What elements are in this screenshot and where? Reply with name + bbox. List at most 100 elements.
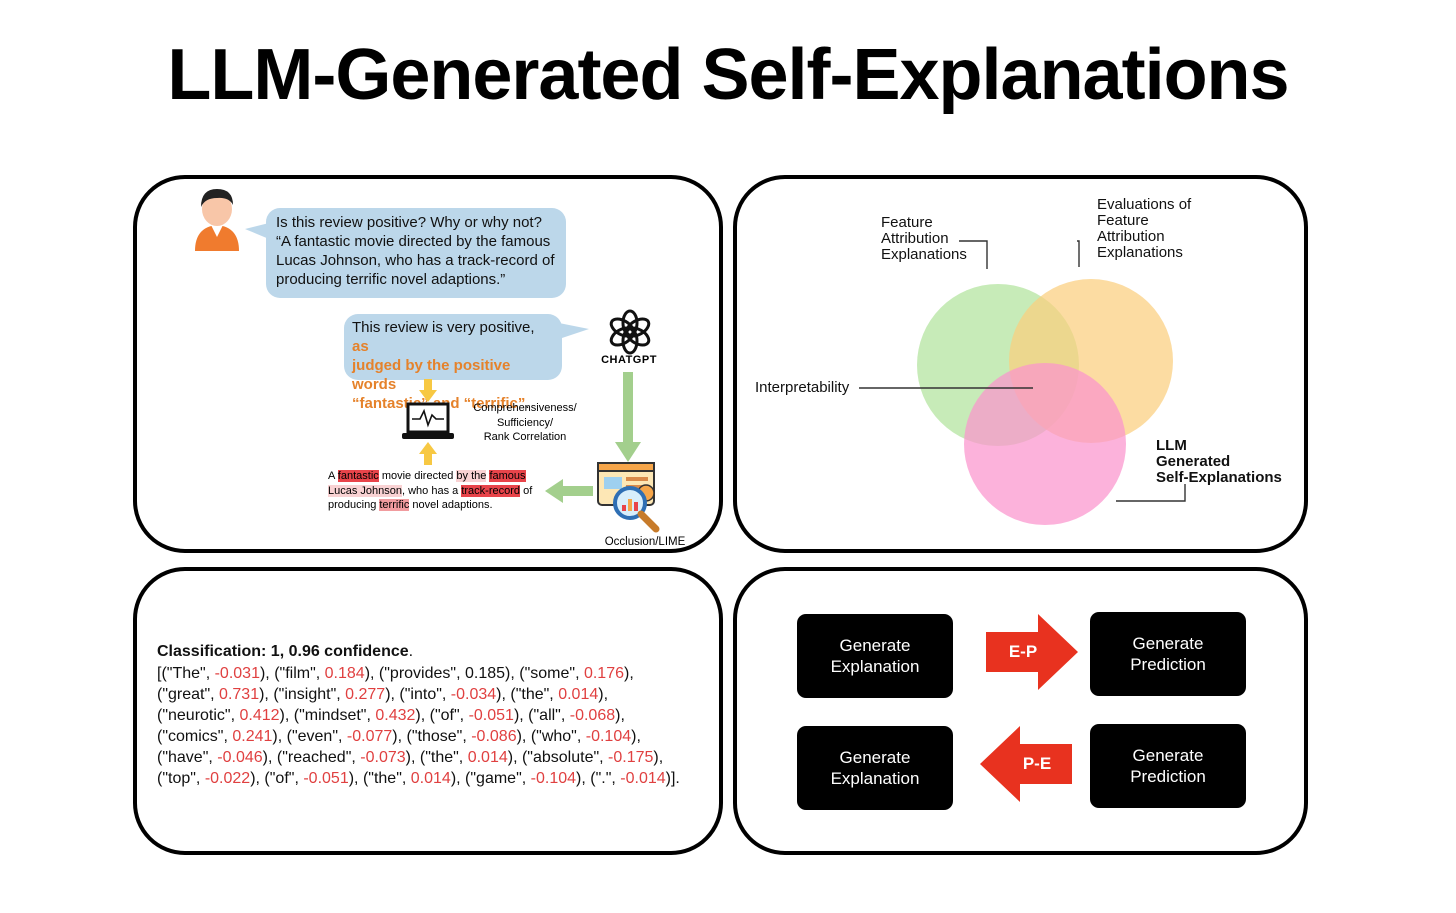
token-word: ("of",	[264, 770, 304, 787]
token-punct: ),	[516, 728, 531, 745]
label-line: Feature	[881, 214, 933, 231]
token-punct: ),	[348, 770, 363, 787]
token-punct: ),	[272, 728, 287, 745]
token-value: -0.104	[585, 728, 632, 745]
chatgpt-logo-icon	[609, 309, 651, 355]
token-value: 0.014	[467, 749, 508, 766]
page-title: LLM-Generated Self-Explanations	[167, 35, 1289, 115]
yellow-down-arrow-icon	[419, 379, 437, 402]
self-explanation-example-panel: Is this review positive? Why or why not?…	[133, 175, 723, 553]
token-word: ("the",	[362, 770, 411, 787]
token-value: 0.241	[232, 728, 273, 745]
token-value: -0.104	[530, 770, 577, 787]
token-punct: ),	[415, 707, 430, 724]
token-punct: ),	[364, 665, 379, 682]
token-punct: ),	[450, 770, 466, 787]
token-value: 0.412	[239, 707, 280, 724]
token-list: [("The", -0.031), ("film", 0.184), ("pro…	[157, 663, 680, 789]
answer-text: .	[525, 395, 530, 412]
metrics-label: Comprehensiveness/ Sufficiency/ Rank Cor…	[455, 401, 595, 445]
token-punct: ),	[507, 749, 522, 766]
token-punct: ),	[279, 707, 294, 724]
token-value: -0.068	[569, 707, 616, 724]
generate-explanation-box: Generate Explanation	[797, 614, 953, 698]
token-value: -0.073	[360, 749, 406, 766]
metric-line: Rank Correlation	[483, 431, 567, 443]
plain-token: of	[520, 484, 533, 497]
question-line: producing terrific novel adaptions.”	[276, 271, 506, 288]
token-punct: ),	[631, 728, 641, 745]
venn-diagram-panel: Feature Attribution Explanations Evaluat…	[733, 175, 1308, 553]
token-word: (".",	[590, 770, 621, 787]
question-line: “A fantastic movie directed by the famou…	[276, 233, 551, 250]
e-p-label: E-P	[1008, 642, 1038, 661]
llm-self-explanations-circle	[964, 363, 1126, 525]
llm-self-explanations-label: LLM Generated Self-Explanations	[1156, 438, 1282, 486]
token-word: ("absolute",	[521, 749, 609, 766]
token-word: ("neurotic",	[157, 707, 240, 724]
token-line: [("The", -0.031), ("film", 0.184), ("pro…	[157, 663, 680, 684]
token-value: 0.277	[345, 686, 386, 703]
token-punct: ),	[598, 686, 609, 703]
token-value: -0.051	[468, 707, 514, 724]
feature-attribution-sentence: A fantastic movie directed by the famous…	[328, 469, 558, 513]
metric-line: Sufficiency/	[496, 416, 554, 429]
label-line: LLM	[1156, 437, 1187, 454]
yellow-up-arrow-icon	[419, 442, 437, 465]
label-line: Evaluations of	[1097, 196, 1192, 213]
green-left-arrow-icon	[545, 479, 593, 503]
label-line: Explanations	[1097, 244, 1183, 261]
highlighted-token: Lucas Johnson	[328, 484, 402, 497]
evaluations-label: Evaluations of Feature Attribution Expla…	[1097, 197, 1191, 261]
token-punct: ),	[615, 707, 625, 724]
token-punct: ),	[624, 665, 634, 682]
token-punct: ),	[505, 665, 520, 682]
token-value: -0.022	[204, 770, 251, 787]
token-value: 0.184	[324, 665, 365, 682]
feature-attribution-label: Feature Attribution Explanations	[881, 215, 967, 263]
occlusion-lime-label: Occlusion/LIME	[604, 536, 686, 548]
highlighted-token: terrific	[379, 499, 410, 511]
token-word: ("great",	[157, 686, 220, 703]
token-word: ("top",	[157, 770, 205, 787]
venn-diagram	[859, 240, 1186, 525]
token-word: ("have",	[157, 749, 218, 766]
token-punct: )].	[665, 770, 680, 787]
token-punct: ),	[496, 686, 511, 703]
generation-order-panel: Generate Explanation E-P Generate Predic…	[733, 567, 1308, 855]
generate-prediction-box: Generate Prediction	[1090, 612, 1246, 696]
token-punct: ),	[250, 770, 265, 787]
token-word: ("into",	[399, 686, 451, 703]
token-word: [("The",	[157, 665, 215, 682]
token-word: ("who",	[530, 728, 586, 745]
bubble-tail	[559, 323, 589, 339]
token-line: ("have", -0.046), ("reached", -0.073), (…	[157, 747, 680, 768]
token-value: 0.731	[219, 686, 260, 703]
highlighted-token: by the	[456, 470, 487, 482]
green-down-arrow-icon	[615, 372, 641, 462]
token-word: ("all",	[528, 707, 570, 724]
classification-text: Classification: 1, 0.96 confidence	[157, 643, 409, 660]
question-line: Is this review positive? Why or why not?	[276, 214, 542, 231]
token-word: ("even",	[286, 728, 347, 745]
token-attribution-panel: Classification: 1, 0.96 confidence. [("T…	[133, 567, 723, 855]
token-punct: ),	[262, 749, 277, 766]
highlighted-token: fantastic	[337, 470, 379, 482]
p-e-label: P-E	[1022, 754, 1052, 773]
answer-highlight: as	[352, 338, 369, 355]
token-punct: ),	[405, 749, 420, 766]
highlighted-token: track-record	[461, 484, 521, 497]
token-word: ("insight",	[273, 686, 346, 703]
token-value: -0.051	[303, 770, 349, 787]
e-p-right-arrow-icon	[986, 614, 1078, 690]
plain-token: movie directed	[378, 470, 457, 482]
feature-leader-line	[959, 240, 988, 269]
token-word: ("the",	[419, 749, 468, 766]
token-word: ("mindset",	[293, 707, 376, 724]
user-avatar-icon	[195, 189, 239, 251]
plain-token: producing	[328, 499, 380, 511]
label-line: Feature	[1097, 212, 1149, 229]
question-line: Lucas Johnson, who has a track-record of	[276, 252, 555, 269]
token-punct: ),	[653, 749, 664, 766]
token-value: 0.432	[375, 707, 416, 724]
